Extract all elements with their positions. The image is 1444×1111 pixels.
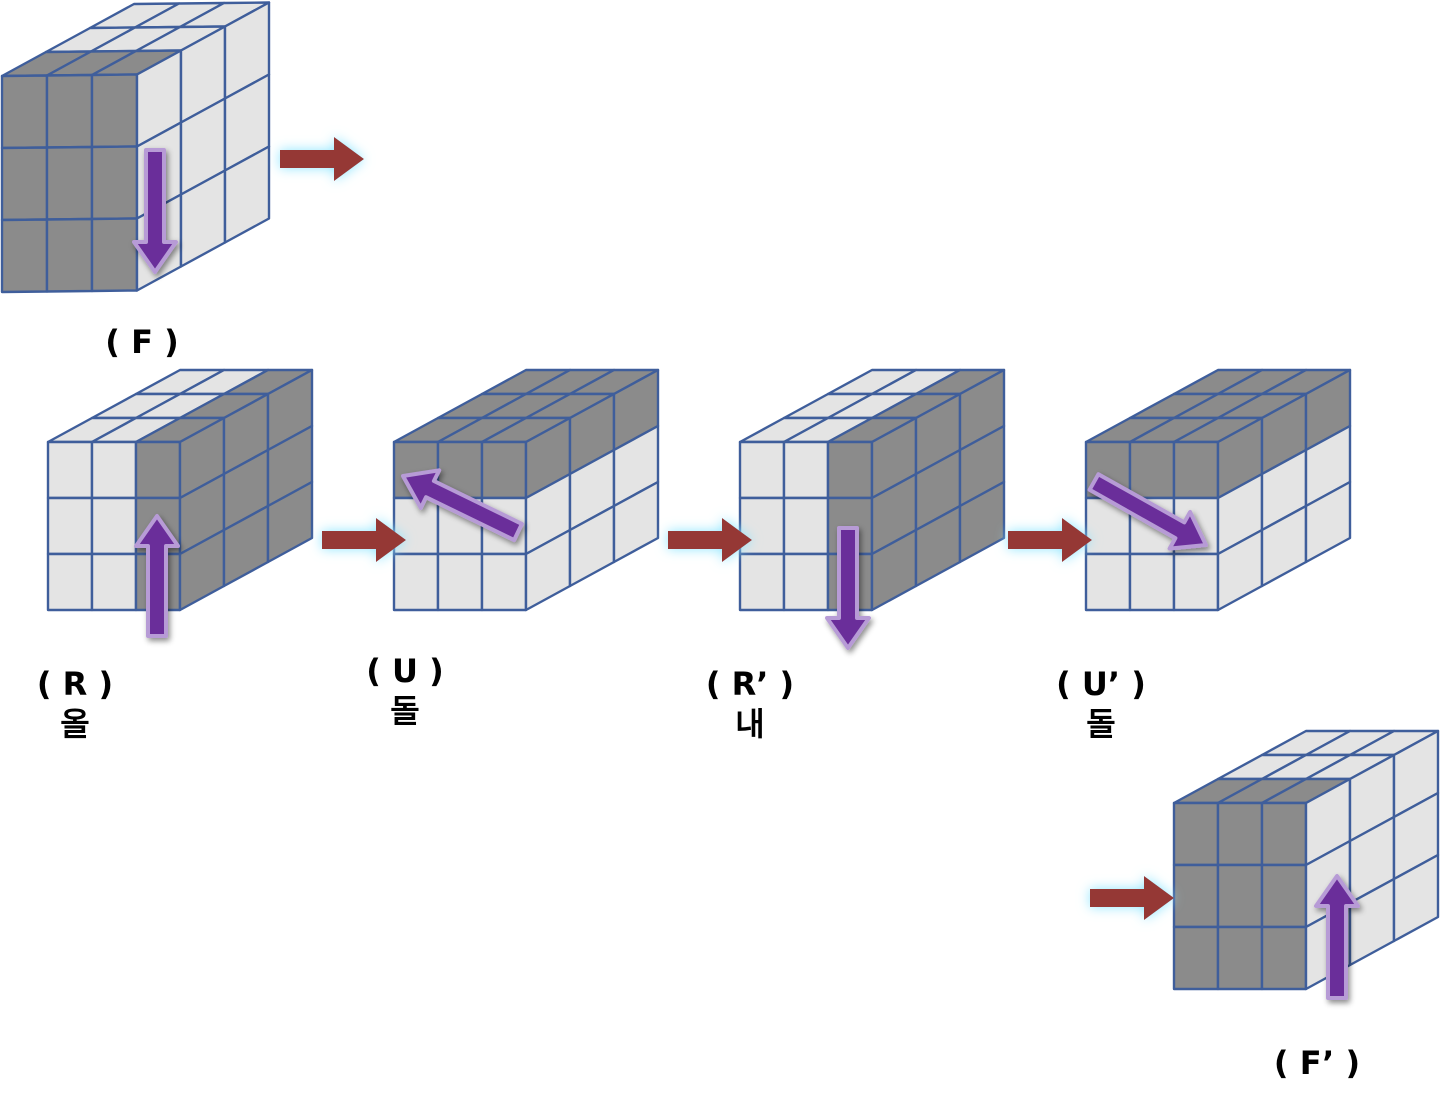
move-arrow-r-prime [825,526,871,650]
front-face-sticker [45,217,94,293]
front-face-sticker [46,440,94,500]
move-notation-f: ( F ) [105,323,179,361]
front-face-sticker [1216,863,1264,929]
cube-f [0,1,271,294]
label-step-f: ( F ) [90,322,194,362]
top-face [46,368,314,444]
right-face [524,368,660,612]
front-face [1084,440,1220,612]
front-face-sticker [392,552,440,612]
top-face [1084,368,1352,444]
move-notation-f-prime: ( F’ ) [1273,1044,1361,1082]
front-face-sticker [90,145,139,221]
front-face-sticker [90,496,138,556]
mnemonic-word-r-prime: 내 [735,705,765,743]
front-face-sticker [1172,440,1220,500]
front-face-sticker [480,552,528,612]
front-face-sticker [1172,925,1220,991]
front-face-sticker [436,552,484,612]
front-face-sticker [738,552,786,612]
front-face-sticker [1216,925,1264,991]
front-face-sticker [1172,801,1220,867]
front-face-sticker [90,440,138,500]
front-face-sticker [1084,552,1132,612]
front-face-sticker [1260,863,1308,929]
front-face-sticker [1216,801,1264,867]
flow-arrow [1008,518,1092,562]
front-face-sticker [782,552,830,612]
right-face-sticker [1392,853,1440,943]
right-face [1304,729,1440,991]
mnemonic-word-u: 돌 [390,692,420,730]
front-face-sticker [45,73,94,149]
cube-f-prime [1172,729,1440,991]
front-face-sticker [782,440,830,500]
front-face-sticker [45,145,94,221]
front-face-sticker [90,217,139,293]
front-face-sticker [738,496,786,556]
label-step-f-prime: ( F’ ) [1262,1043,1372,1083]
move-arrow-u-prime [1087,472,1208,551]
move-arrow-f [132,148,178,274]
front-face-sticker [1128,552,1176,612]
front-face-sticker [90,73,139,149]
flow-arrow [280,137,364,181]
right-face-sticker [223,145,271,244]
front-face-sticker [90,552,138,612]
front-face-sticker [480,440,528,500]
front-face-sticker [738,440,786,500]
mnemonic-word-r: 올 [60,705,90,743]
front-face-sticker [0,74,49,150]
front-face-sticker [46,496,94,556]
move-notation-u: ( U ) [366,652,444,690]
cubes-layer [0,1,1440,991]
cube-u-prime [1084,368,1352,612]
label-step-r: ( R ) 올 [20,664,130,744]
flow-arrows-layer [280,137,1174,920]
top-face [1172,729,1440,805]
cube-r-prime [738,368,1006,612]
flow-arrow [668,518,752,562]
front-face-sticker [392,496,440,556]
move-notation-u-prime: ( U’ ) [1056,665,1146,703]
right-face-sticker [612,480,660,564]
front-face-sticker [1260,925,1308,991]
move-arrow-u [401,468,524,543]
front-face-sticker [1260,801,1308,867]
front-face [1172,801,1308,991]
move-arrows-layer [132,148,1360,1000]
move-notation-r: ( R ) [36,665,114,703]
front-face-sticker [46,552,94,612]
cube-r [46,368,314,612]
right-face [178,368,314,612]
front-face-sticker [1128,440,1176,500]
front-face-sticker [782,496,830,556]
mnemonic-word-u-prime: 돌 [1086,705,1116,743]
move-notation-r-prime: ( R’ ) [705,665,795,703]
front-face-sticker [1172,863,1220,929]
label-step-u-prime: ( U’ ) 돌 [1040,664,1162,744]
label-step-r-prime: ( R’ ) 내 [690,664,810,744]
move-arrow-f-prime [1314,874,1360,1000]
flow-arrow [322,518,406,562]
front-face-sticker [1172,552,1220,612]
front-face-sticker [826,440,874,500]
flow-arrow [1090,876,1174,920]
right-face-sticker [1304,480,1352,564]
front-face-sticker [134,440,182,500]
front-face-sticker [0,146,49,222]
right-face [870,368,1006,612]
front-face-sticker [0,218,49,294]
move-arrow-r [134,514,180,638]
right-face-sticker [266,480,314,564]
label-step-u: ( U ) 돌 [350,651,460,731]
right-face-sticker [958,480,1006,564]
right-face [1216,368,1352,612]
front-face [0,73,139,294]
